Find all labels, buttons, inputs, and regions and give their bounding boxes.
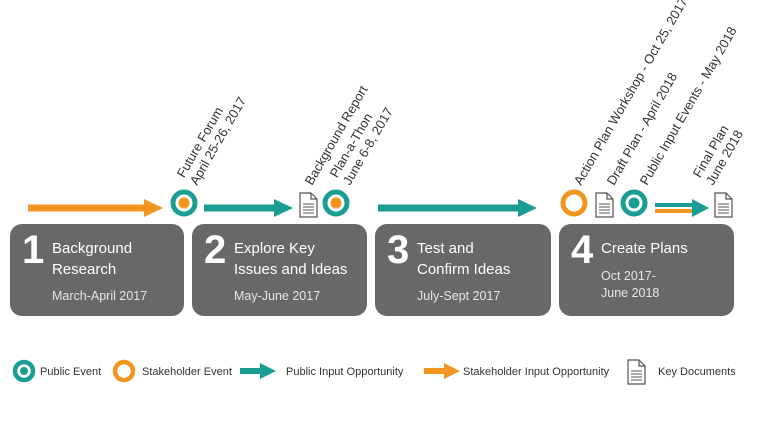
phase-4-dates: Oct 2017- June 2018 [601, 269, 660, 300]
background-report-document-icon [299, 192, 318, 218]
future-forum-public-event-icon [170, 189, 198, 217]
stakeholder-event-icon [112, 359, 136, 383]
phase-2-box: 2 Explore Key Issues and Ideas May-June … [192, 224, 367, 316]
phase-3-box: 3 Test and Confirm Ideas July-Sept 2017 [375, 224, 551, 316]
annotation-1: Future ForumApril 25-26, 2017 [174, 87, 249, 188]
phase-3-title: Test and Confirm Ideas [417, 240, 511, 278]
action-plan-workshop-stakeholder-event-icon [560, 189, 588, 217]
phase-4-number: 4 [571, 228, 594, 272]
stakeholder-input-arrow-phase1 [28, 199, 163, 217]
phase-4-title: Create Plans [601, 240, 688, 257]
legend-label-public-event: Public Event [40, 366, 101, 378]
stakeholder-input-arrow-icon [424, 363, 460, 379]
phase-1-number: 1 [22, 228, 45, 272]
phase-4-box: 4 Create Plans Oct 2017- June 2018 [559, 224, 734, 316]
phase-3-dates: July-Sept 2017 [417, 289, 501, 303]
phase-2-title: Explore Key Issues and Ideas [234, 240, 348, 278]
phase-2-number: 2 [204, 228, 227, 272]
annotation-7: Final PlanJune 2018 [690, 120, 746, 188]
plan-a-thon-public-event-icon [322, 189, 350, 217]
public-input-arrow-phase2 [204, 199, 293, 217]
public-input-arrow-icon [240, 363, 276, 379]
legend-label-key-documents: Key Documents [658, 366, 736, 378]
legend-label-stakeholder-input: Stakeholder Input Opportunity [463, 366, 610, 378]
legend: Public Event Stakeholder Event Public In… [12, 359, 736, 385]
final-plan-document-icon [714, 192, 733, 218]
combined-input-arrow-phase4 [655, 199, 709, 217]
phase-1-dates: March-April 2017 [52, 289, 148, 303]
phase-2-dates: May-June 2017 [234, 289, 321, 303]
document-icon [627, 359, 646, 385]
legend-label-stakeholder-event: Stakeholder Event [142, 366, 232, 378]
legend-label-public-input: Public Input Opportunity [286, 366, 404, 378]
public-event-icon [12, 359, 36, 383]
phase-1-title: Background Research [52, 240, 133, 278]
public-input-arrow-phase3 [378, 199, 537, 217]
phase-1-box: 1 Background Research March-April 2017 [10, 224, 184, 316]
draft-plan-document-icon [595, 192, 614, 218]
phase-3-number: 3 [387, 228, 410, 272]
public-input-events-public-event-icon [620, 189, 648, 217]
